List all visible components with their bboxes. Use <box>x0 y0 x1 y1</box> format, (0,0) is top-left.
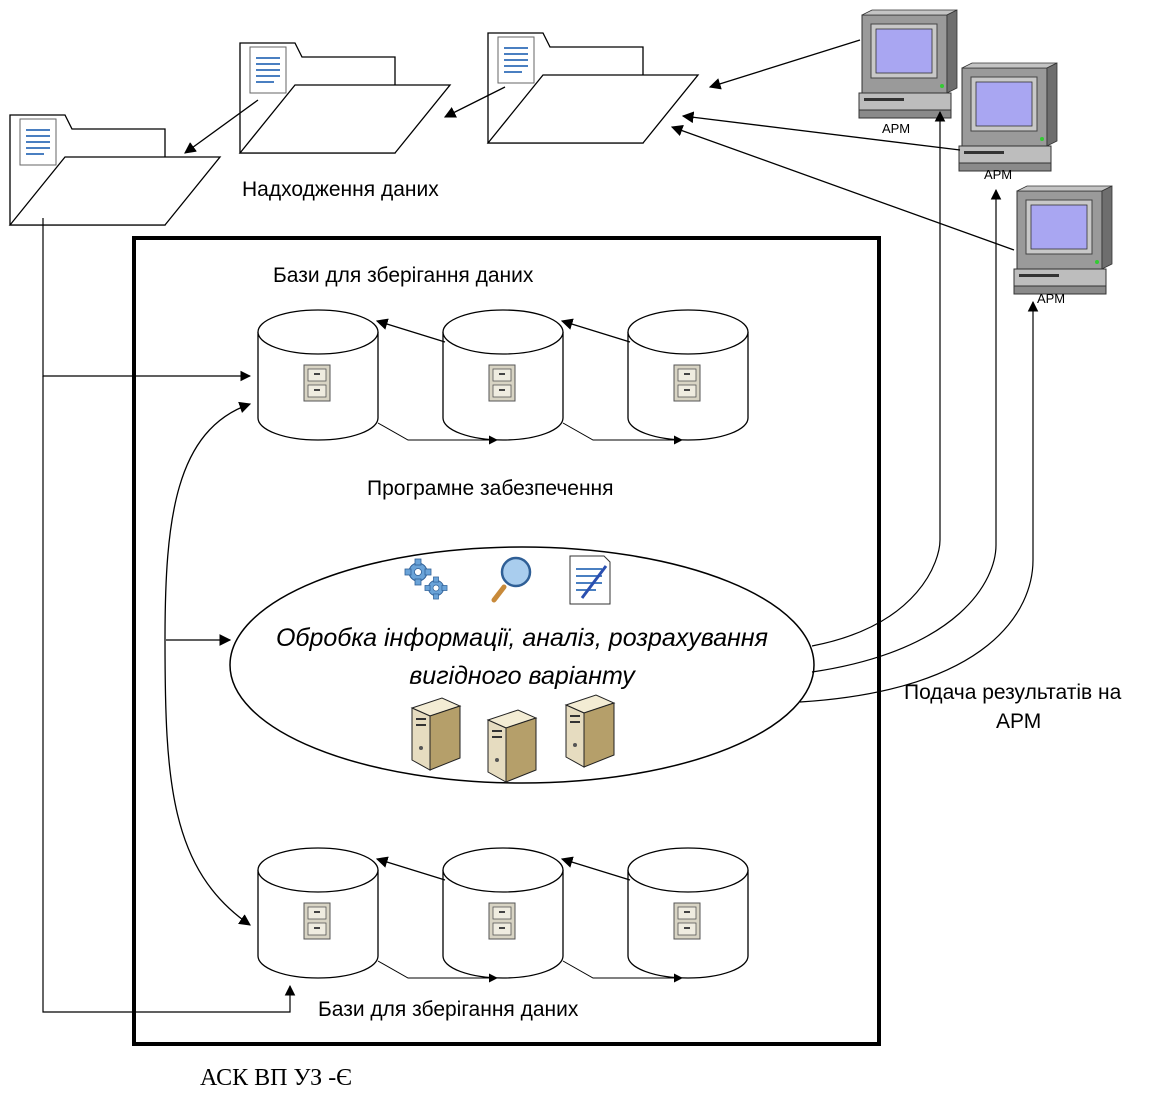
database-icon <box>627 847 749 979</box>
result-arrow <box>811 110 946 647</box>
computer-icon <box>858 9 958 119</box>
folder-icon <box>9 114 221 226</box>
database-icon <box>257 847 379 979</box>
database-icon <box>257 309 379 441</box>
system-name: АСК ВП УЗ -Є <box>200 1065 352 1091</box>
arrow <box>560 318 631 343</box>
database-icon <box>442 847 564 979</box>
database-icon <box>442 309 564 441</box>
server-icon <box>411 697 461 771</box>
data-feed-line <box>42 218 252 382</box>
processing-line1: Обробка інформації, аналіз, розрахування <box>276 624 768 652</box>
arrow <box>377 960 498 983</box>
arrow <box>681 111 961 151</box>
document-edit-icon <box>569 555 611 605</box>
arrow <box>375 318 446 343</box>
software-label: Програмне забезпечення <box>367 477 614 500</box>
arrow <box>375 856 446 881</box>
arrow <box>708 39 861 90</box>
system-boundary <box>132 236 881 1046</box>
arrow <box>562 422 683 445</box>
computer-icon <box>1013 185 1113 295</box>
storage-top-label: Бази для зберігання даних <box>273 264 534 287</box>
results-label-line1: Подача результатів на <box>904 681 1122 704</box>
storage-bottom-label: Бази для зберігання даних <box>318 998 579 1021</box>
result-arrow <box>799 300 1039 703</box>
server-icon <box>565 694 615 768</box>
bidirectional-arrow <box>164 401 252 926</box>
arrow <box>560 856 631 881</box>
workstation-label: АРМ <box>882 121 910 136</box>
data-feed-line <box>42 376 296 1013</box>
result-arrow <box>811 188 1002 673</box>
workstation-label: АРМ <box>984 167 1012 182</box>
computer-icon <box>958 62 1058 172</box>
arrow <box>562 960 683 983</box>
server-icon <box>487 709 537 783</box>
magnifier-icon <box>491 556 532 603</box>
folder-icon <box>239 42 451 154</box>
arrow <box>670 125 1015 251</box>
data-input-label: Надходження даних <box>242 178 439 201</box>
processing-line2: вигідного варіанту <box>409 662 636 690</box>
folder-icon <box>487 32 699 144</box>
database-icon <box>627 309 749 441</box>
arrow <box>377 422 498 445</box>
workstation-label: АРМ <box>1037 291 1065 306</box>
arrow <box>184 99 259 154</box>
processing-block <box>229 546 815 784</box>
arrow <box>443 86 506 118</box>
results-label-line2: АРМ <box>996 710 1041 733</box>
